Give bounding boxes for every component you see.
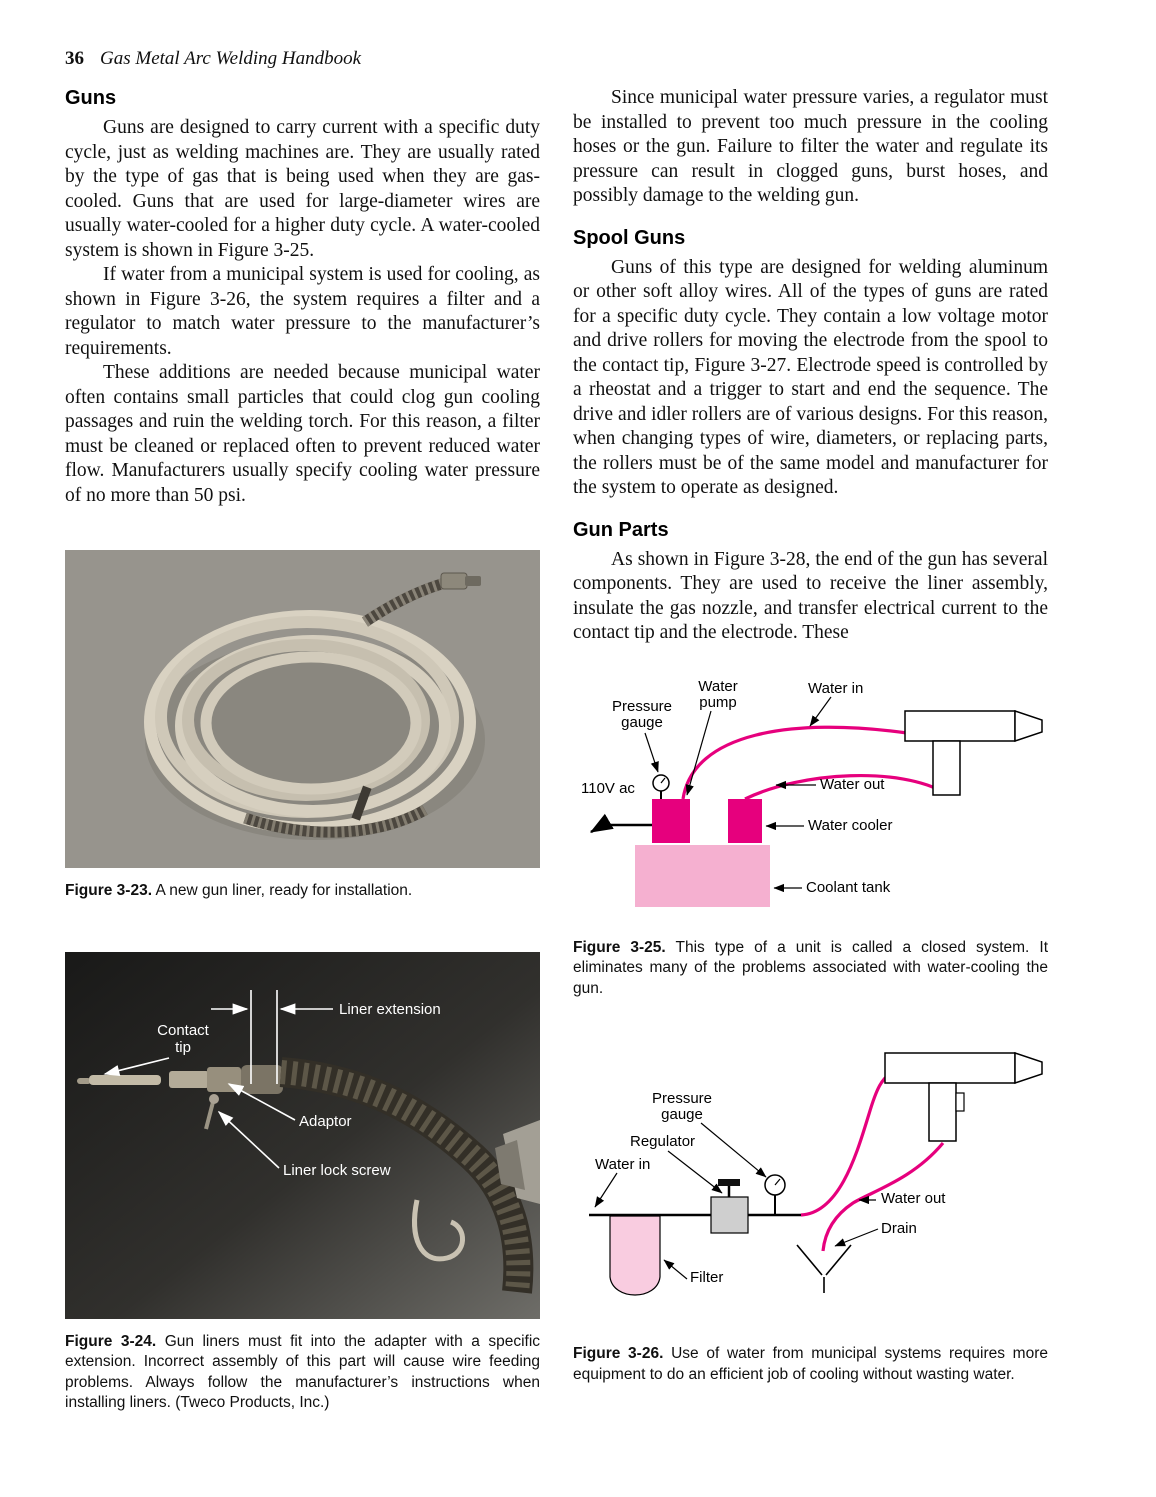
right-column: Since municipal water pressure varies, a…: [573, 86, 1048, 1414]
label-pressure-gauge: Pressure gauge: [651, 1090, 713, 1123]
water-pump-arrow: [685, 710, 712, 796]
figure-3-25-text: This type of a unit is called a closed s…: [573, 938, 1049, 997]
label-water-in: Water in: [595, 1156, 651, 1173]
label-water-out: Water out: [881, 1190, 946, 1207]
figure-3-23: Figure 3-23. A new gun liner, ready for …: [65, 550, 540, 902]
paragraph-guns-1: Guns are designed to carry current with …: [65, 117, 540, 261]
pressure-gauge-arrow: [644, 732, 659, 773]
running-head: 36 Gas Metal Arc Welding Handbook: [65, 48, 1048, 70]
gauge-needle: [774, 1178, 781, 1186]
figure-3-26: Pressure gauge Regulator Water in Water …: [573, 1039, 1048, 1385]
figure-3-23-label: Figure 3-23.: [65, 882, 152, 899]
figure-3-24: Liner extension Contact tip Adaptor Line…: [65, 951, 540, 1414]
figure-3-25-caption: Figure 3-25. This type of a unit is call…: [573, 938, 1048, 1000]
supply-hose: [800, 1071, 892, 1217]
figure-3-23-text: A new gun liner, ready for installation.: [155, 882, 413, 899]
label-liner-extension: Liner extension: [339, 1000, 441, 1018]
wire-hook: [412, 1198, 465, 1261]
paragraph-guns-2: If water from a municipal system is used…: [65, 264, 540, 359]
closed-system-diagram: Water pump Pressure gauge Water in 110V …: [573, 673, 1048, 925]
water-in-arrow: [594, 1172, 618, 1208]
lock-screw-arrow: [217, 1110, 280, 1169]
page-number: 36: [65, 48, 84, 69]
label-regulator: Regulator: [630, 1133, 696, 1150]
label-adaptor: Adaptor: [299, 1112, 352, 1130]
municipal-water-diagram-art: [589, 1051, 1043, 1296]
figure-3-24-label: Figure 3-24.: [65, 1332, 157, 1350]
gauge-needle: [660, 777, 666, 783]
figure-3-25-label: Figure 3-25.: [573, 938, 666, 956]
label-water-pump: Water pump: [698, 677, 738, 711]
power-cord: [589, 813, 652, 833]
gun-parts-photo-art: [65, 951, 540, 1319]
two-column-layout: Guns Guns are designed to carry current …: [65, 86, 1048, 1414]
water-pump-box: [652, 798, 690, 843]
label-liner-lock-screw: Liner lock screw: [283, 1161, 391, 1179]
contact-tip-body: [89, 1074, 161, 1085]
pressure-gauge-arrow: [700, 1122, 767, 1178]
paragraph-spool-guns: Guns of this type are designed for weldi…: [573, 256, 1048, 499]
figure-3-24-text: Gun liners must fit into the adapter wit…: [65, 1332, 541, 1412]
heading-spool-guns: Spool Guns: [573, 226, 686, 249]
regulator-arrow: [667, 1150, 723, 1194]
left-column: Guns Guns are designed to carry current …: [65, 86, 540, 1414]
liner-connector-tip: [465, 576, 481, 586]
figure-3-26-text: Use of water from municipal systems requ…: [573, 1345, 1048, 1383]
metal-part: [503, 1119, 540, 1204]
label-110v-ac: 110V ac: [581, 779, 635, 797]
water-cooler-box: [728, 798, 762, 843]
filter-body: [609, 1215, 661, 1296]
coolant-tank-box: [635, 844, 770, 907]
adaptor-arrow: [227, 1082, 296, 1121]
water-in-hose: [681, 725, 908, 799]
label-drain: Drain: [881, 1220, 917, 1237]
lock-screw-shaft: [204, 1100, 215, 1130]
figure-3-23-caption: Figure 3-23. A new gun liner, ready for …: [65, 881, 540, 902]
label-contact-tip: Contact tip: [157, 1021, 209, 1056]
cable-tie: [351, 785, 372, 821]
municipal-water-diagram: Pressure gauge Regulator Water in Water …: [573, 1039, 1048, 1331]
welding-gun: [884, 1051, 1043, 1142]
filter-arrow: [663, 1259, 688, 1280]
liner-spring-end: [361, 577, 447, 627]
figure-3-24-caption: Figure 3-24. Gun liners must fit into th…: [65, 1332, 540, 1414]
liner-dark-section-coils: [243, 805, 428, 838]
adaptor-front: [169, 1070, 209, 1088]
contact-tip-point: [77, 1077, 91, 1084]
liner-connector: [440, 572, 468, 590]
braided-cable-texture: [280, 1059, 531, 1293]
regulator-body: [710, 1179, 749, 1234]
label-pressure-gauge: Pressure gauge: [611, 697, 673, 731]
book-title: Gas Metal Arc Welding Handbook: [100, 48, 362, 69]
label-water-out: Water out: [820, 775, 885, 793]
figure-3-26-caption: Figure 3-26. Use of water from municipal…: [573, 1344, 1048, 1385]
water-out-hose: [821, 1141, 945, 1252]
paragraph-gun-parts: As shown in Figure 3-28, the end of the …: [573, 548, 1048, 644]
drain-funnel: [796, 1244, 852, 1293]
lock-screw-head: [209, 1093, 219, 1104]
label-filter: Filter: [690, 1269, 724, 1286]
drain-arrow: [834, 1228, 879, 1247]
label-water-in: Water in: [808, 679, 864, 697]
metal-part-shadow: [495, 1139, 525, 1190]
gun-liner-photo: [65, 550, 540, 868]
welding-gun: [904, 709, 1043, 796]
label-water-cooler: Water cooler: [808, 816, 893, 834]
water-out-hose: [744, 773, 946, 800]
contact-tip-arrow: [103, 1056, 170, 1076]
heading-gun-parts: Gun Parts: [573, 518, 669, 541]
figure-3-26-label: Figure 3-26.: [573, 1345, 664, 1362]
coiled-liner: [144, 610, 476, 834]
gun-parts-photo: Liner extension Contact tip Adaptor Line…: [65, 951, 540, 1319]
label-coolant-tank: Coolant tank: [806, 878, 891, 896]
paragraph-water-pressure: Since municipal water pressure varies, a…: [573, 87, 1048, 206]
water-in-arrow: [809, 696, 832, 726]
heading-guns: Guns: [65, 87, 117, 109]
paragraph-guns-3: These additions are needed because munic…: [65, 362, 540, 506]
closed-system-diagram-art: [589, 696, 1043, 907]
figure-3-25: Water pump Pressure gauge Water in 110V …: [573, 673, 1048, 1000]
gun-liner-photo-art: [65, 550, 540, 868]
